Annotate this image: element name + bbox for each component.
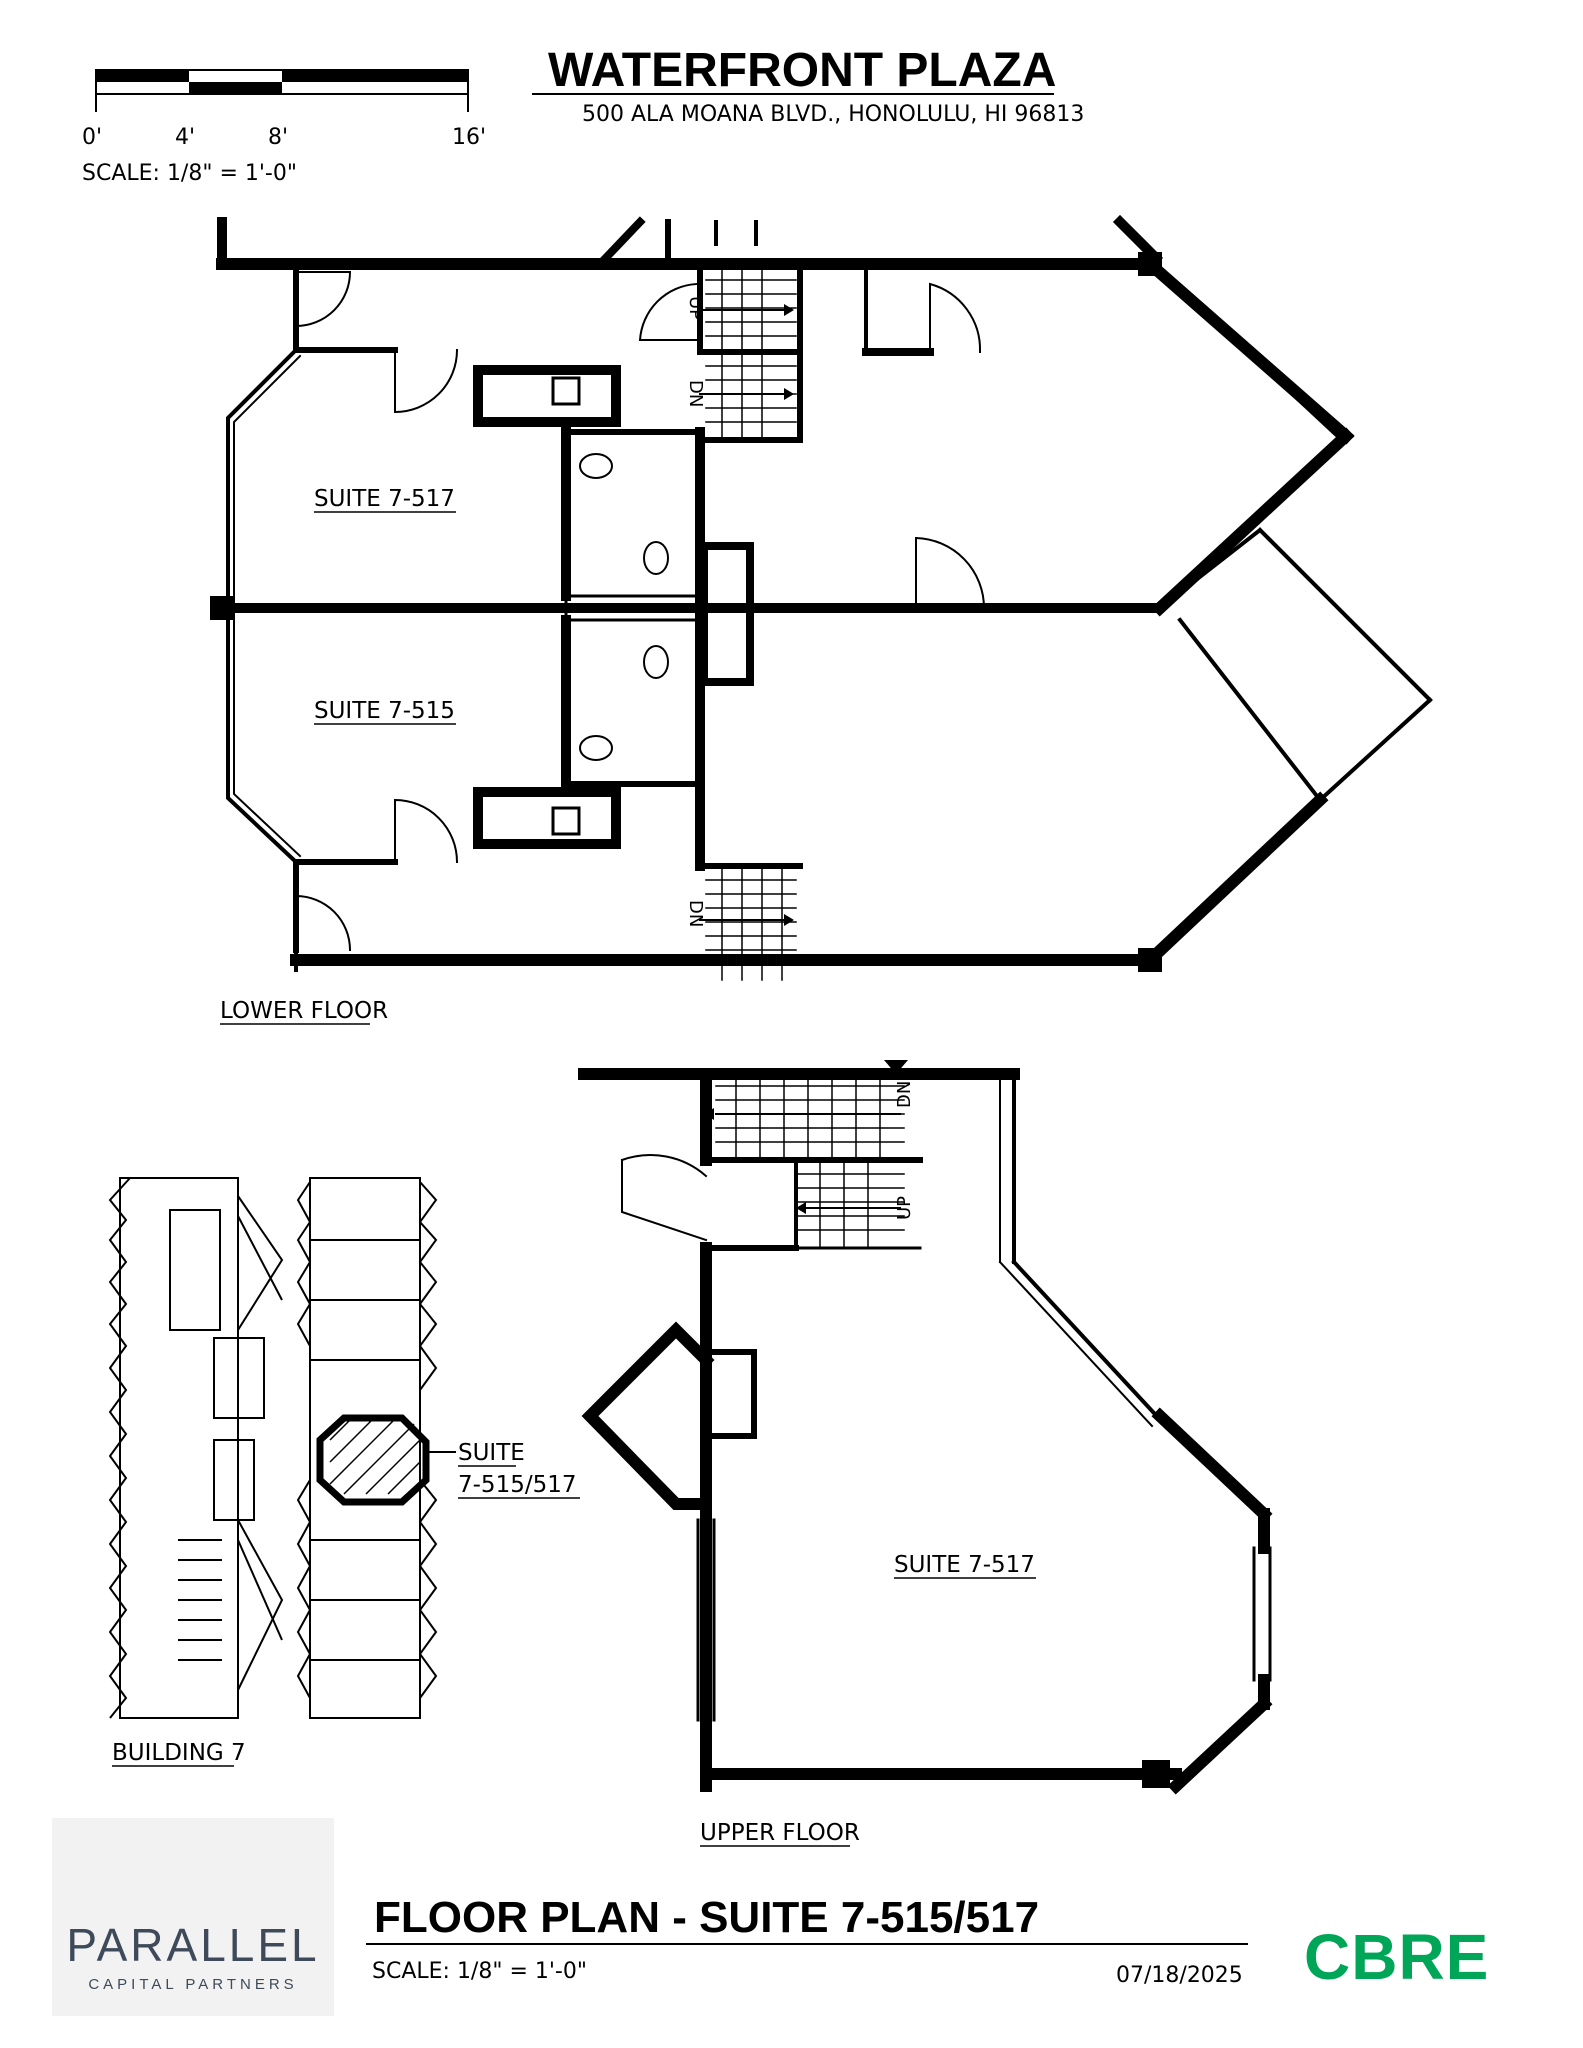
parallel-capital-logo: PARALLEL CAPITAL PARTNERS — [52, 1818, 334, 2016]
key-plan-labels: SUITE 7-515/517 BUILDING 7 — [112, 1440, 580, 1767]
floor-plan-title: FLOOR PLAN - SUITE 7-515/517 — [374, 1893, 1039, 1942]
upper-stair-up-label: UP — [894, 1196, 915, 1220]
footer-scale-text: SCALE: 1/8" = 1'-0" — [372, 1959, 587, 1984]
scale-bar: 0' 4' 8' 16' SCALE: 1/8" = 1'-0" — [82, 69, 486, 186]
lower-floor-plan — [210, 214, 1433, 981]
suite-7-517-lower-label: SUITE 7-517 — [314, 486, 455, 512]
upper-floor-label: UPPER FLOOR — [700, 1820, 860, 1846]
stair-dn-lower-label: DN — [685, 900, 706, 927]
key-plan-callout-suite: SUITE — [458, 1440, 525, 1466]
suite-7-517-upper-label: SUITE 7-517 — [894, 1552, 1035, 1578]
parallel-logo-word: PARALLEL — [66, 1919, 320, 1971]
scale-tick-0: 0' — [82, 125, 102, 150]
upper-floor-labels: SUITE 7-517 DN UP UPPER FLOOR — [700, 1081, 1036, 1847]
building-title: WATERFRONT PLAZA — [548, 44, 1056, 97]
building-7-label: BUILDING 7 — [112, 1740, 246, 1766]
footer: FLOOR PLAN - SUITE 7-515/517 SCALE: 1/8"… — [366, 1893, 1248, 1988]
lower-floor-labels: SUITE 7-517 SUITE 7-515 UP DN DN LOWER F… — [220, 296, 706, 1025]
cbre-logo: CBRE — [1304, 1921, 1490, 1993]
lower-floor-label: LOWER FLOOR — [220, 998, 388, 1024]
stair-up-label: UP — [685, 296, 706, 320]
scale-text: SCALE: 1/8" = 1'-0" — [82, 161, 297, 186]
plan-date: 07/18/2025 — [1116, 1963, 1243, 1988]
scale-tick-4: 4' — [175, 125, 195, 150]
header: WATERFRONT PLAZA 500 ALA MOANA BLVD., HO… — [532, 44, 1084, 127]
key-plan-building-7 — [108, 1177, 438, 1719]
scale-tick-16: 16' — [452, 125, 486, 150]
scale-tick-8: 8' — [268, 125, 288, 150]
upper-stair-dn-label: DN — [894, 1081, 915, 1108]
stair-dn-label: DN — [685, 380, 706, 407]
key-plan-callout-number: 7-515/517 — [458, 1472, 576, 1498]
building-address: 500 ALA MOANA BLVD., HONOLULU, HI 96813 — [582, 102, 1084, 127]
upper-floor-plan — [578, 1060, 1273, 1795]
suite-7-515-label: SUITE 7-515 — [314, 698, 455, 724]
parallel-logo-subtitle: CAPITAL PARTNERS — [88, 1976, 298, 1993]
